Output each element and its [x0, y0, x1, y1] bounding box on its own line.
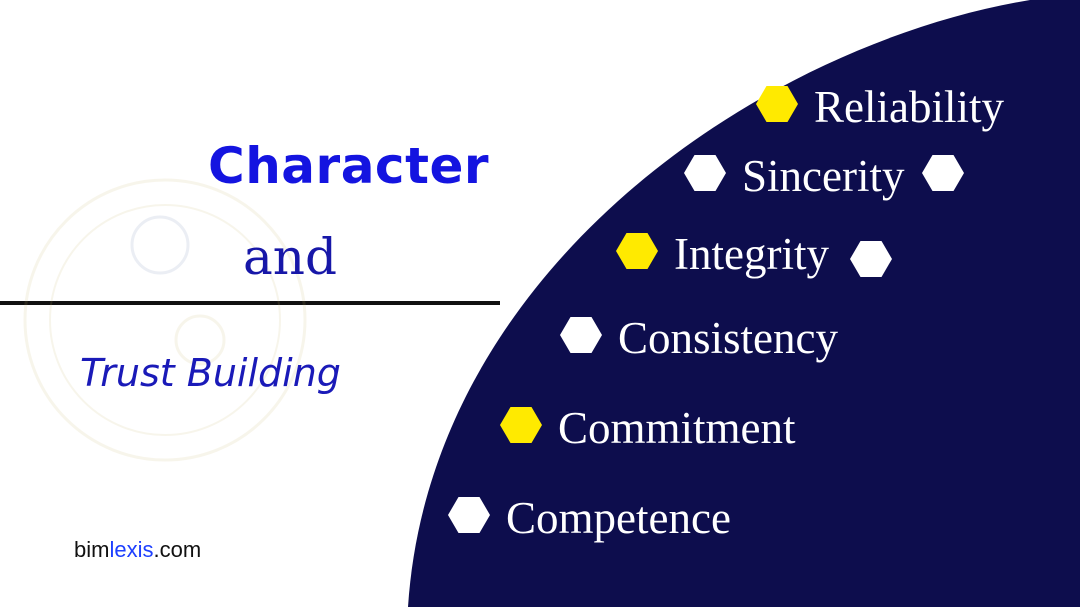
dark-panel — [408, 0, 1080, 607]
hexagon-bullet-icon — [448, 497, 490, 533]
watermark-seal-icon — [23, 178, 307, 462]
brand-url: bimlexis.com — [74, 535, 201, 565]
heading-character: Character — [208, 137, 490, 195]
trait-competence: Competence — [506, 493, 731, 543]
hexagon-bullet-icon — [616, 233, 658, 269]
heading-and: and — [243, 228, 338, 286]
trait-sincerity: Sincerity — [742, 151, 905, 201]
hexagon-bullet-icon — [500, 407, 542, 443]
trait-consistency: Consistency — [618, 313, 838, 363]
hexagon-bullet-icon — [756, 86, 798, 122]
heading-trust-building: Trust Building — [80, 351, 341, 395]
hexagon-accent-icon — [850, 241, 892, 277]
hexagon-bullet-icon — [684, 155, 726, 191]
brand-prefix: bim — [74, 537, 110, 562]
trait-commitment: Commitment — [558, 403, 796, 453]
hexagon-accent-icon — [922, 155, 964, 191]
trait-integrity: Integrity — [674, 229, 829, 279]
brand-suffix: .com — [153, 537, 202, 562]
brand-accent: lexis — [109, 537, 154, 562]
hexagon-bullet-icon — [560, 317, 602, 353]
trait-reliability: Reliability — [814, 82, 1004, 132]
